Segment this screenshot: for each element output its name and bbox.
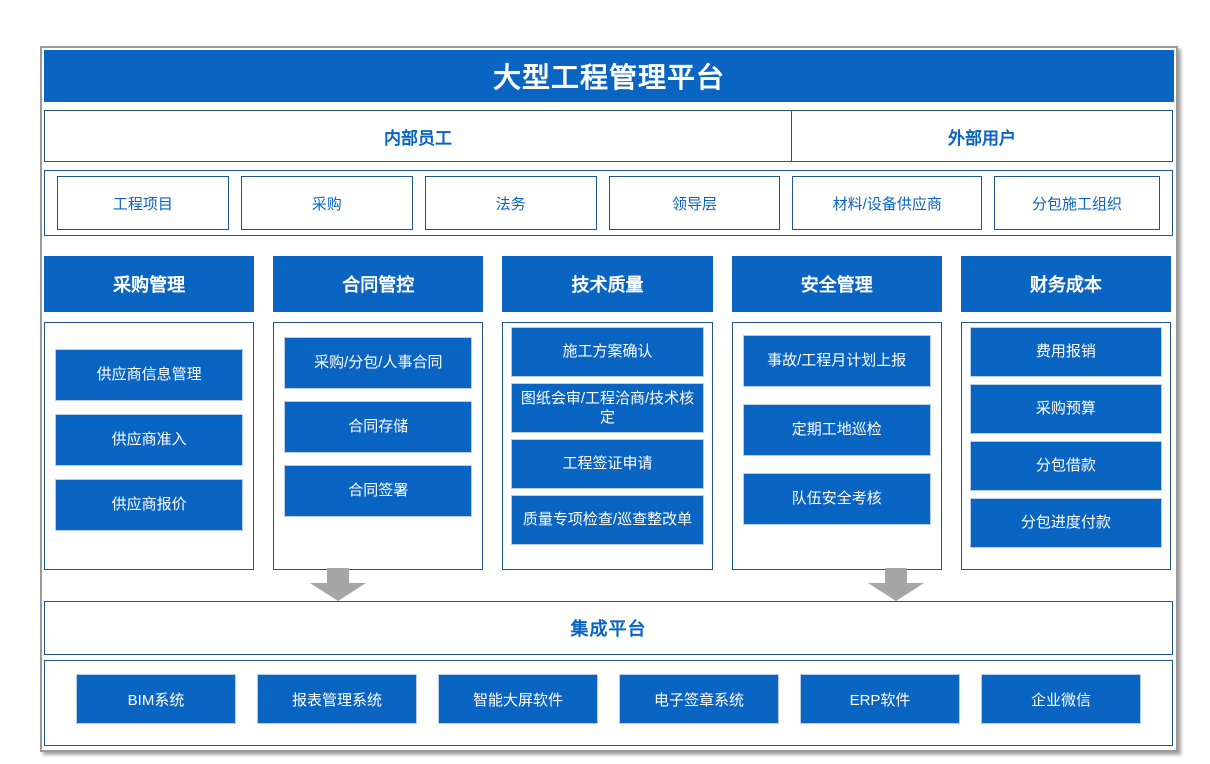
- module-item: 费用报销: [969, 327, 1163, 377]
- module-item: 供应商信息管理: [55, 349, 244, 401]
- module-item: 质量专项检查/巡查整改单: [511, 495, 704, 545]
- module-item: 供应商报价: [55, 479, 244, 531]
- role-box-procurement: 采购: [240, 176, 413, 230]
- platform-title-bar: 大型工程管理平台: [44, 50, 1174, 102]
- user-group-external: 外部用户: [791, 110, 1173, 162]
- module-body: 事故/工程月计划上报 定期工地巡检 队伍安全考核: [731, 322, 942, 570]
- user-group-external-label: 外部用户: [948, 128, 1016, 148]
- role-box-legal: 法务: [424, 176, 597, 230]
- arrow-head: [310, 583, 366, 601]
- module-body: 施工方案确认 图纸会审/工程洽商/技术核定 工程签证申请 质量专项检查/巡查整改…: [502, 322, 713, 570]
- role-row: 工程项目 采购 法务 领导层 材料/设备供应商 分包施工组织: [44, 170, 1173, 236]
- module-item: 采购预算: [969, 384, 1163, 434]
- arrow-shaft: [327, 568, 349, 583]
- module-item: 采购/分包/人事合同: [284, 337, 473, 389]
- diagram-panel: 大型工程管理平台 内部员工 外部用户 工程项目 采购 法务 领导层 材料/设备供…: [40, 46, 1178, 752]
- module-item: 分包借款: [969, 441, 1163, 491]
- module-item: 定期工地巡检: [742, 404, 931, 456]
- module-column-contract: 合同管控 采购/分包/人事合同 合同存储 合同签署: [273, 256, 484, 570]
- system-box-esign: 电子签章系统: [619, 674, 779, 724]
- system-box-bim: BIM系统: [76, 674, 236, 724]
- system-box-bigscreen: 智能大屏软件: [438, 674, 598, 724]
- module-item: 队伍安全考核: [742, 473, 931, 525]
- module-column-tech-quality: 技术质量 施工方案确认 图纸会审/工程洽商/技术核定 工程签证申请 质量专项检查…: [502, 256, 713, 570]
- role-box-leadership: 领导层: [608, 176, 781, 230]
- module-column-procurement: 采购管理 供应商信息管理 供应商准入 供应商报价: [44, 256, 255, 570]
- module-item: 施工方案确认: [511, 327, 704, 377]
- module-body: 供应商信息管理 供应商准入 供应商报价: [44, 322, 255, 570]
- module-header: 技术质量: [502, 256, 713, 312]
- integration-label: 集成平台: [570, 619, 647, 639]
- module-column-finance: 财务成本 费用报销 采购预算 分包借款 分包进度付款: [960, 256, 1172, 570]
- user-group-row: 内部员工 外部用户: [44, 110, 1173, 162]
- user-group-internal: 内部员工: [44, 110, 792, 162]
- module-item: 合同存储: [284, 401, 473, 453]
- module-body: 费用报销 采购预算 分包借款 分包进度付款: [960, 322, 1172, 570]
- down-arrow-icon: [868, 568, 924, 601]
- module-header: 安全管理: [731, 256, 942, 312]
- system-box-wechat: 企业微信: [981, 674, 1141, 724]
- module-body: 采购/分包/人事合同 合同存储 合同签署: [273, 322, 484, 570]
- page-title: 大型工程管理平台: [492, 62, 725, 93]
- module-column-safety: 安全管理 事故/工程月计划上报 定期工地巡检 队伍安全考核: [731, 256, 942, 570]
- modules-section: 采购管理 供应商信息管理 供应商准入 供应商报价 合同管控 采购/分包/人事合同…: [44, 256, 1172, 570]
- integration-bar: 集成平台: [44, 601, 1173, 655]
- role-box-project: 工程项目: [57, 176, 229, 230]
- down-arrow-icon: [310, 568, 366, 601]
- role-box-supplier: 材料/设备供应商: [792, 176, 983, 230]
- module-header: 合同管控: [273, 256, 484, 312]
- arrow-shaft: [885, 568, 907, 583]
- module-item: 事故/工程月计划上报: [742, 335, 931, 387]
- role-box-subcontractor: 分包施工组织: [994, 176, 1161, 230]
- module-item: 工程签证申请: [511, 439, 704, 489]
- arrow-head: [868, 583, 924, 601]
- module-header: 采购管理: [44, 256, 255, 312]
- module-item: 分包进度付款: [969, 498, 1163, 548]
- systems-row: BIM系统 报表管理系统 智能大屏软件 电子签章系统 ERP软件 企业微信: [44, 660, 1173, 746]
- system-box-report: 报表管理系统: [257, 674, 417, 724]
- user-group-internal-label: 内部员工: [384, 128, 452, 148]
- system-box-erp: ERP软件: [800, 674, 960, 724]
- module-header: 财务成本: [960, 256, 1172, 312]
- module-item: 合同签署: [284, 465, 473, 517]
- module-item: 图纸会审/工程洽商/技术核定: [511, 383, 704, 433]
- module-item: 供应商准入: [55, 414, 244, 466]
